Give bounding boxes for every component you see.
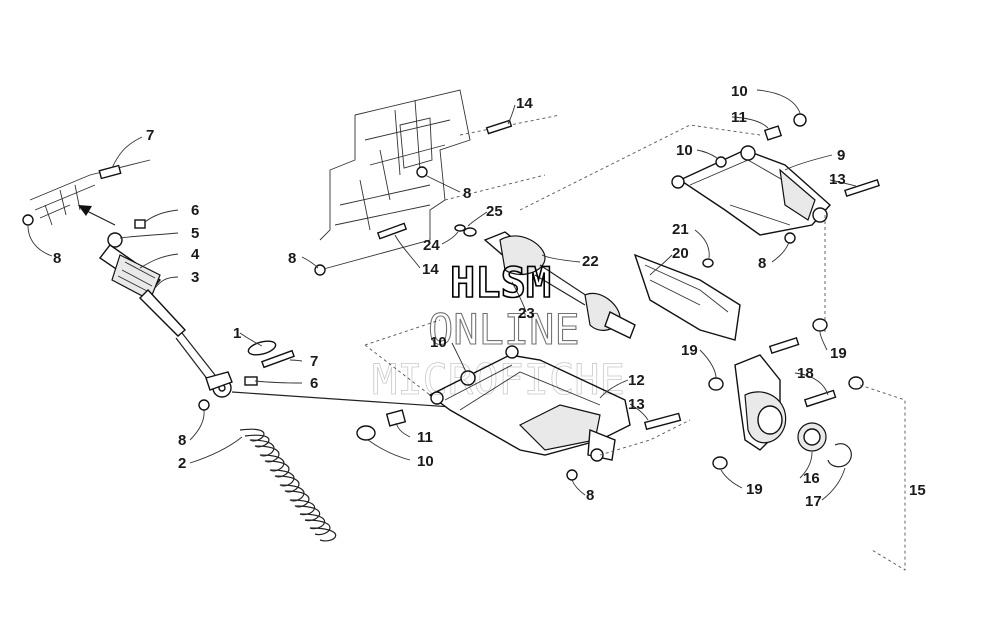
callout-1: 1 — [233, 325, 241, 342]
callout-19b: 19 — [830, 345, 847, 362]
drive-axle — [454, 224, 636, 339]
callout-8e: 8 — [758, 255, 766, 272]
callout-8a: 8 — [53, 250, 61, 267]
callout-8d: 8 — [288, 250, 296, 267]
callout-10a: 10 — [731, 83, 748, 100]
callout-12: 12 — [628, 372, 645, 389]
callout-10b: 10 — [676, 142, 693, 159]
upper-a-arm — [519, 113, 880, 335]
callout-11a: 11 — [731, 109, 747, 126]
heat-shield — [633, 253, 741, 341]
callout-19a: 19 — [681, 342, 698, 359]
callout-18: 18 — [797, 365, 814, 382]
callout-3: 3 — [191, 269, 199, 286]
callout-20: 20 — [672, 245, 689, 262]
callout-14b: 14 — [422, 261, 439, 278]
watermark-line1: HLSM — [450, 258, 551, 307]
callout-14a: 14 — [516, 95, 533, 112]
callout-24: 24 — [423, 237, 440, 254]
callout-15: 15 — [909, 482, 926, 499]
callout-8f: 8 — [586, 487, 594, 504]
callout-2: 2 — [178, 455, 186, 472]
frame-center — [319, 89, 561, 271]
callout-13b: 13 — [628, 396, 645, 413]
callout-21: 21 — [672, 221, 689, 238]
callout-6a: 6 — [191, 202, 199, 219]
callout-6b: 6 — [310, 375, 318, 392]
steering-knuckle — [708, 318, 906, 571]
a-arm-hardware — [356, 409, 682, 481]
watermark-line3: MICROFICHE — [372, 355, 625, 404]
callout-8b: 8 — [178, 432, 186, 449]
shock-bolts — [22, 164, 295, 411]
frame-bolts — [314, 119, 513, 276]
callout-16: 16 — [803, 470, 820, 487]
coil-spring — [239, 428, 337, 542]
callout-13a: 13 — [829, 171, 846, 188]
callout-17: 17 — [805, 493, 822, 510]
watermark: HLSM ONLINE MICROFICHE — [372, 257, 626, 404]
watermark-line2: ONLINE — [428, 305, 580, 354]
lower-a-arm — [364, 319, 691, 462]
callout-22: 22 — [582, 253, 599, 270]
callout-10d: 10 — [417, 453, 434, 470]
callout-19c: 19 — [746, 481, 763, 498]
callout-8c: 8 — [463, 185, 471, 202]
callout-23: 23 — [518, 305, 535, 322]
shock-arrow — [78, 205, 116, 226]
leader-lines — [27, 89, 857, 501]
callout-5: 5 — [191, 225, 199, 242]
callout-9: 9 — [837, 147, 845, 164]
callout-labels: 7 8 6 5 4 3 1 7 6 8 2 14 8 25 24 8 14 22… — [53, 83, 926, 510]
callout-4: 4 — [191, 246, 200, 263]
callout-7b: 7 — [310, 353, 318, 370]
shock-absorber — [98, 232, 233, 398]
frame-left — [29, 159, 151, 226]
callout-25: 25 — [486, 203, 503, 220]
callout-10c: 10 — [430, 334, 447, 351]
callout-7a: 7 — [146, 127, 154, 144]
callout-11b: 11 — [417, 429, 433, 446]
